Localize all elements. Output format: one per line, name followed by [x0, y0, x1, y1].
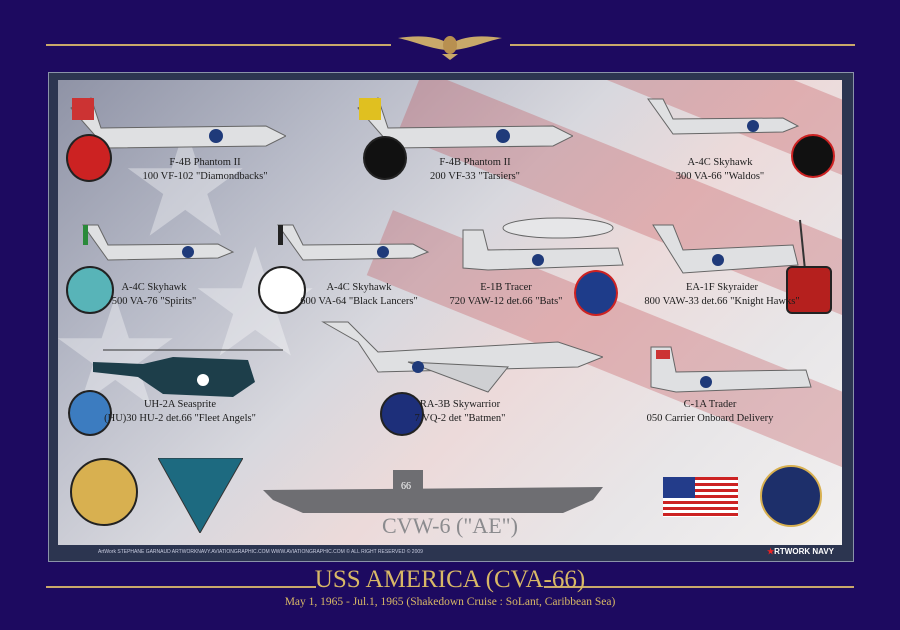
- air-wing-label: CVW-6 ("AE"): [382, 513, 518, 538]
- top-line-right: [510, 44, 855, 46]
- ea1f-skyraider-aircraft: [652, 219, 807, 281]
- e1b-tracer-aircraft: [462, 217, 624, 271]
- us-flag: [663, 477, 738, 517]
- title-line-left: [46, 586, 316, 588]
- f4b-vf102-aircraft: [70, 97, 286, 149]
- caption-uh2a-seasprite: UH-2A Seasprite (HU)30 HU-2 det.66 "Fleet…: [104, 398, 256, 426]
- caption-ra3b-skywarrior: RA-3B Skywarrior 7 VQ-2 det "Batmen": [415, 398, 506, 426]
- aircraft-type: A-4C Skyhawk: [121, 282, 187, 293]
- vaw12-squadron-badge: [574, 270, 618, 316]
- vf33-squadron-badge: [363, 136, 407, 180]
- va66-squadron-badge: [791, 134, 835, 178]
- svg-text:66: 66: [401, 481, 411, 492]
- caption-a4c-va76: A-4C Skyhawk 500 VA-76 "Spirits": [112, 281, 197, 309]
- vq2-squadron-badge: [380, 392, 424, 436]
- star-icon: ★: [766, 547, 775, 556]
- poster-title: USS AMERICA (CVA-66): [314, 566, 586, 593]
- ra3b-skywarrior-aircraft: [321, 321, 603, 393]
- aircraft-unit: 600 VA-64 "Black Lancers": [300, 296, 418, 307]
- aircraft-type: E-1B Tracer: [480, 282, 532, 293]
- brand-logo: ★RTWORK NAVY: [767, 546, 834, 558]
- poster-subtitle: May 1, 1965 - Jul.1, 1965 (Shakedown Cru…: [284, 596, 616, 608]
- caption-e1b-tracer: E-1B Tracer 720 VAW-12 det.66 "Bats": [450, 281, 563, 309]
- uh2a-seasprite-helicopter: [93, 349, 283, 397]
- aircraft-unit: 100 VF-102 "Diamondbacks": [142, 171, 268, 182]
- va76-squadron-badge: [66, 266, 114, 314]
- vaw33-squadron-badge: [786, 266, 832, 314]
- aircraft-type: EA-1F Skyraider: [685, 282, 759, 293]
- c1a-trader-aircraft: [650, 346, 812, 393]
- hu2-squadron-badge: [68, 390, 112, 436]
- aircraft-unit: 800 VAW-33 det.66 "Knight Hawks": [644, 296, 800, 307]
- wings-insignia: [398, 30, 502, 60]
- a4c-va66-aircraft: [647, 98, 800, 135]
- cvw6-patch: [158, 458, 243, 533]
- aircraft-unit: 300 VA-66 "Waldos": [675, 171, 765, 182]
- title-line-right: [544, 586, 854, 588]
- caption-a4c-va64: A-4C Skyhawk 600 VA-64 "Black Lancers": [300, 281, 418, 309]
- aircraft-type: C-1A Trader: [683, 399, 737, 410]
- va64-squadron-badge: [258, 266, 306, 314]
- aircraft-unit: 500 VA-76 "Spirits": [111, 296, 197, 307]
- brand-text: RTWORK NAVY: [774, 547, 834, 556]
- top-line-left: [46, 44, 391, 46]
- uss-america-seal: [70, 458, 138, 526]
- uss-america-carrier: 66: [263, 470, 603, 513]
- aircraft-type: F-4B Phantom II: [439, 157, 511, 168]
- f4b-vf33-aircraft: [357, 97, 573, 149]
- department-of-navy-seal: [760, 465, 822, 527]
- credits-bar: ArtWork STEPHANE GARNAUD ARTWORKNAVY.AVI…: [58, 546, 842, 558]
- caption-f4b-vf102: F-4B Phantom II 100 VF-102 "Diamondbacks": [142, 156, 267, 184]
- aircraft-unit: (HU)30 HU-2 det.66 "Fleet Angels": [104, 413, 256, 424]
- aircraft-type: A-4C Skyhawk: [326, 282, 392, 293]
- a4c-va64-aircraft: [277, 224, 430, 261]
- a4c-va76-aircraft: [82, 224, 235, 261]
- aircraft-unit: 720 VAW-12 det.66 "Bats": [449, 296, 563, 307]
- aircraft-type: F-4B Phantom II: [169, 157, 241, 168]
- aircraft-unit: 7 VQ-2 det "Batmen": [414, 413, 506, 424]
- caption-ea1f-skyraider: EA-1F Skyraider 800 VAW-33 det.66 "Knight…: [644, 281, 799, 309]
- aircraft-type: UH-2A Seasprite: [143, 399, 217, 410]
- aircraft-type: RA-3B Skywarrior: [419, 399, 501, 410]
- caption-f4b-vf33: F-4B Phantom II 200 VF-33 "Tarsiers": [430, 156, 520, 184]
- vf102-squadron-badge: [66, 134, 112, 182]
- aircraft-type: A-4C Skyhawk: [687, 157, 753, 168]
- aircraft-unit: 050 Carrier Onboard Delivery: [646, 413, 774, 424]
- caption-c1a-trader: C-1A Trader 050 Carrier Onboard Delivery: [647, 398, 774, 426]
- aircraft-unit: 200 VF-33 "Tarsiers": [430, 171, 520, 182]
- caption-a4c-va66: A-4C Skyhawk 300 VA-66 "Waldos": [676, 156, 764, 184]
- credits-text: ArtWork STEPHANE GARNAUD ARTWORKNAVY.AVI…: [98, 549, 423, 555]
